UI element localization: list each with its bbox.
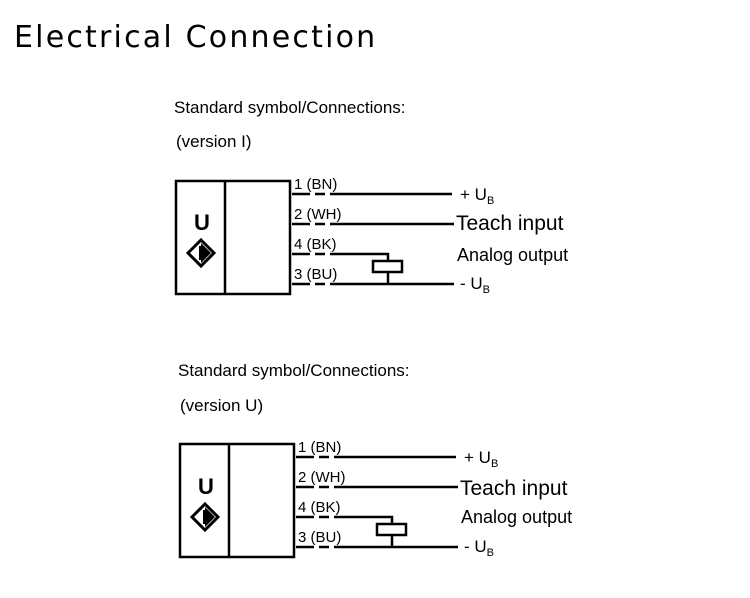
signal-analog-output: Analog output xyxy=(457,245,568,265)
pin-label-2: 2 (WH) xyxy=(294,206,342,223)
wire-4 xyxy=(296,515,394,524)
pin-label-1: 1 (BN) xyxy=(294,176,337,193)
sensor-diamond-icon xyxy=(185,237,217,269)
connection-diagram-2: U 1 (BN) 2 (WH) 4 (BK) 3 (BU) + UB Teach… xyxy=(178,439,572,559)
sensor-symbol-letter: U xyxy=(194,210,210,235)
section-2-heading: Standard symbol/Connections: xyxy=(178,361,410,380)
signal-teach-input: Teach input xyxy=(460,477,568,500)
page-title: Electrical Connection xyxy=(14,20,378,55)
pin-label-3: 3 (BU) xyxy=(294,266,337,283)
pin-label-2: 2 (WH) xyxy=(298,469,346,486)
section-1-version: (version I) xyxy=(176,132,252,151)
pin-label-3: 3 (BU) xyxy=(298,529,341,546)
signal-analog-output: Analog output xyxy=(461,507,572,527)
signal-plus-ub: + UB xyxy=(460,185,494,207)
sensor-body xyxy=(178,442,296,559)
pin-label-4: 4 (BK) xyxy=(298,499,341,516)
pin-label-1: 1 (BN) xyxy=(298,439,341,456)
sensor-body xyxy=(174,179,292,296)
sensor-symbol-letter: U xyxy=(198,474,214,499)
signal-teach-input: Teach input xyxy=(456,212,564,235)
connection-diagram-1: U 1 (BN) 2 (WH) 4 (BK) 3 (BU) + UB Teach… xyxy=(174,176,568,296)
wire-4 xyxy=(292,252,390,261)
pin-label-4: 4 (BK) xyxy=(294,236,337,253)
load-resistor xyxy=(375,522,408,537)
signal-minus-ub: - UB xyxy=(464,537,494,559)
section-2-version: (version U) xyxy=(180,396,264,415)
sensor-diamond-icon xyxy=(189,501,221,533)
load-resistor xyxy=(371,259,404,274)
section-1-heading: Standard symbol/Connections: xyxy=(174,98,406,117)
signal-plus-ub: + UB xyxy=(464,448,498,470)
signal-minus-ub: - UB xyxy=(460,274,490,296)
